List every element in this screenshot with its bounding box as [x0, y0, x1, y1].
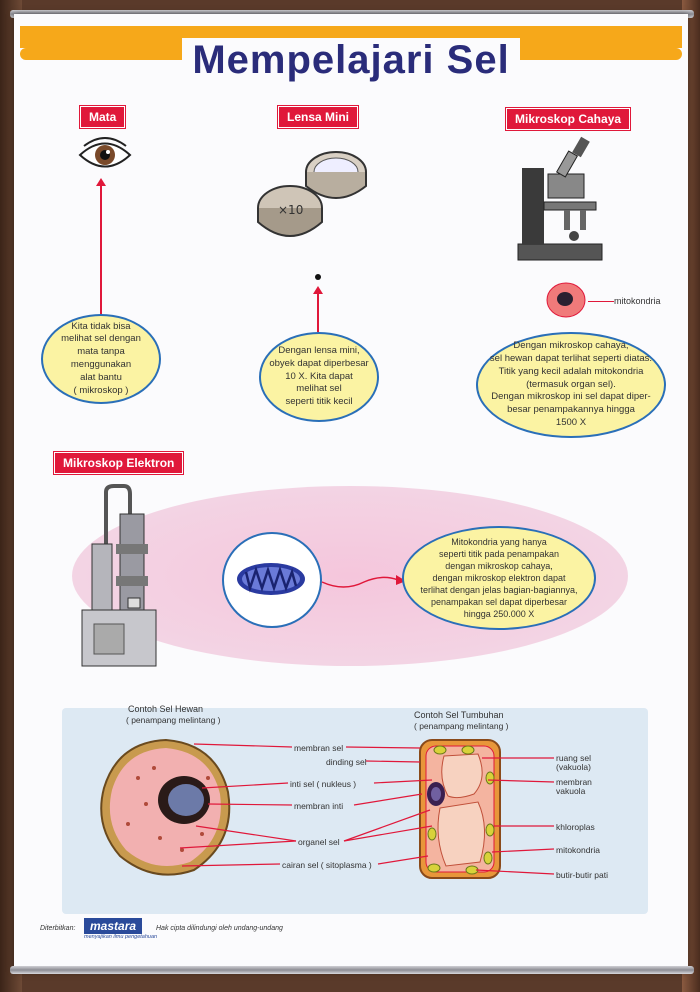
publisher-tagline: menyajikan ilmu pengetahuan — [84, 934, 158, 940]
mito-arrow — [321, 575, 406, 588]
bubble-lensa: Dengan lensa mini, obyek dapat diperbesa… — [259, 332, 379, 422]
publisher-prefix: Diterbitkan: — [40, 925, 76, 932]
poster: Mempelajari Sel Mata Lensa Mini Mikrosko… — [14, 14, 688, 972]
mito-pointer — [588, 301, 614, 302]
electron-microscope-icon — [81, 484, 157, 667]
label-inti-sel: inti sel ( nukleus ) — [290, 779, 357, 789]
label-lensa-mini: Lensa Mini — [278, 106, 359, 128]
label-khloroplas: khloroplas — [556, 822, 595, 832]
mito-label: mitokondria — [614, 296, 661, 306]
bubble-elektron: Mitokondria yang hanya seperti titik pad… — [402, 526, 596, 630]
animal-cell — [100, 738, 231, 876]
eye-icon — [78, 137, 132, 168]
tiny-cell-dot — [315, 274, 321, 280]
label-mitokondria-plant: mitokondria — [556, 845, 600, 855]
label-ruang-sel: ruang sel (vakuola) — [556, 753, 591, 773]
title-pill-left — [20, 48, 190, 60]
label-organel-sel: organel sel — [298, 837, 340, 847]
label-mata: Mata — [80, 106, 126, 128]
plant-cell-title: Contoh Sel Tumbuhan — [414, 710, 504, 720]
publisher-logo: mastara — [84, 918, 143, 934]
title-pill-right — [507, 48, 682, 60]
mitochondria-icon — [237, 563, 305, 595]
label-butir-pati: butir-butir pati — [556, 870, 608, 880]
animal-cell-subtitle: ( penampang melintang ) — [126, 715, 221, 725]
copyright-text: Hak cipta dilindungi oleh undang-undang — [156, 925, 283, 932]
label-membran-inti: membran inti — [294, 801, 344, 811]
arrow-mata — [96, 178, 106, 314]
plant-cell — [419, 739, 501, 879]
bubble-mata: Kita tidak bisa melihat sel dengan mata … — [41, 314, 161, 404]
label-membran-sel: membran sel — [294, 743, 344, 753]
cell-light-view — [546, 282, 586, 318]
lens-magnification: ×10 — [278, 203, 303, 217]
plant-cell-subtitle: ( penampang melintang ) — [414, 721, 509, 731]
arrow-lensa — [313, 286, 323, 332]
label-cairan-sel: cairan sel ( sitoplasma ) — [282, 860, 372, 870]
label-mikroskop-elektron: Mikroskop Elektron — [54, 452, 184, 474]
bubble-cahaya: Dengan mikroskop cahaya, sel hewan dapat… — [476, 332, 666, 438]
light-microscope-icon — [517, 136, 603, 261]
label-membran-vakuola: membran vakuola — [556, 777, 592, 797]
animal-cell-title: Contoh Sel Hewan — [128, 704, 204, 714]
bottom-rod — [10, 966, 694, 974]
lens-icon: ×10 — [257, 151, 367, 237]
label-dinding-sel: dinding sel — [326, 757, 367, 767]
page-title: Mempelajari Sel — [14, 38, 688, 83]
cell-pointer-lines — [179, 743, 555, 875]
label-mikroskop-cahaya: Mikroskop Cahaya — [506, 108, 631, 130]
